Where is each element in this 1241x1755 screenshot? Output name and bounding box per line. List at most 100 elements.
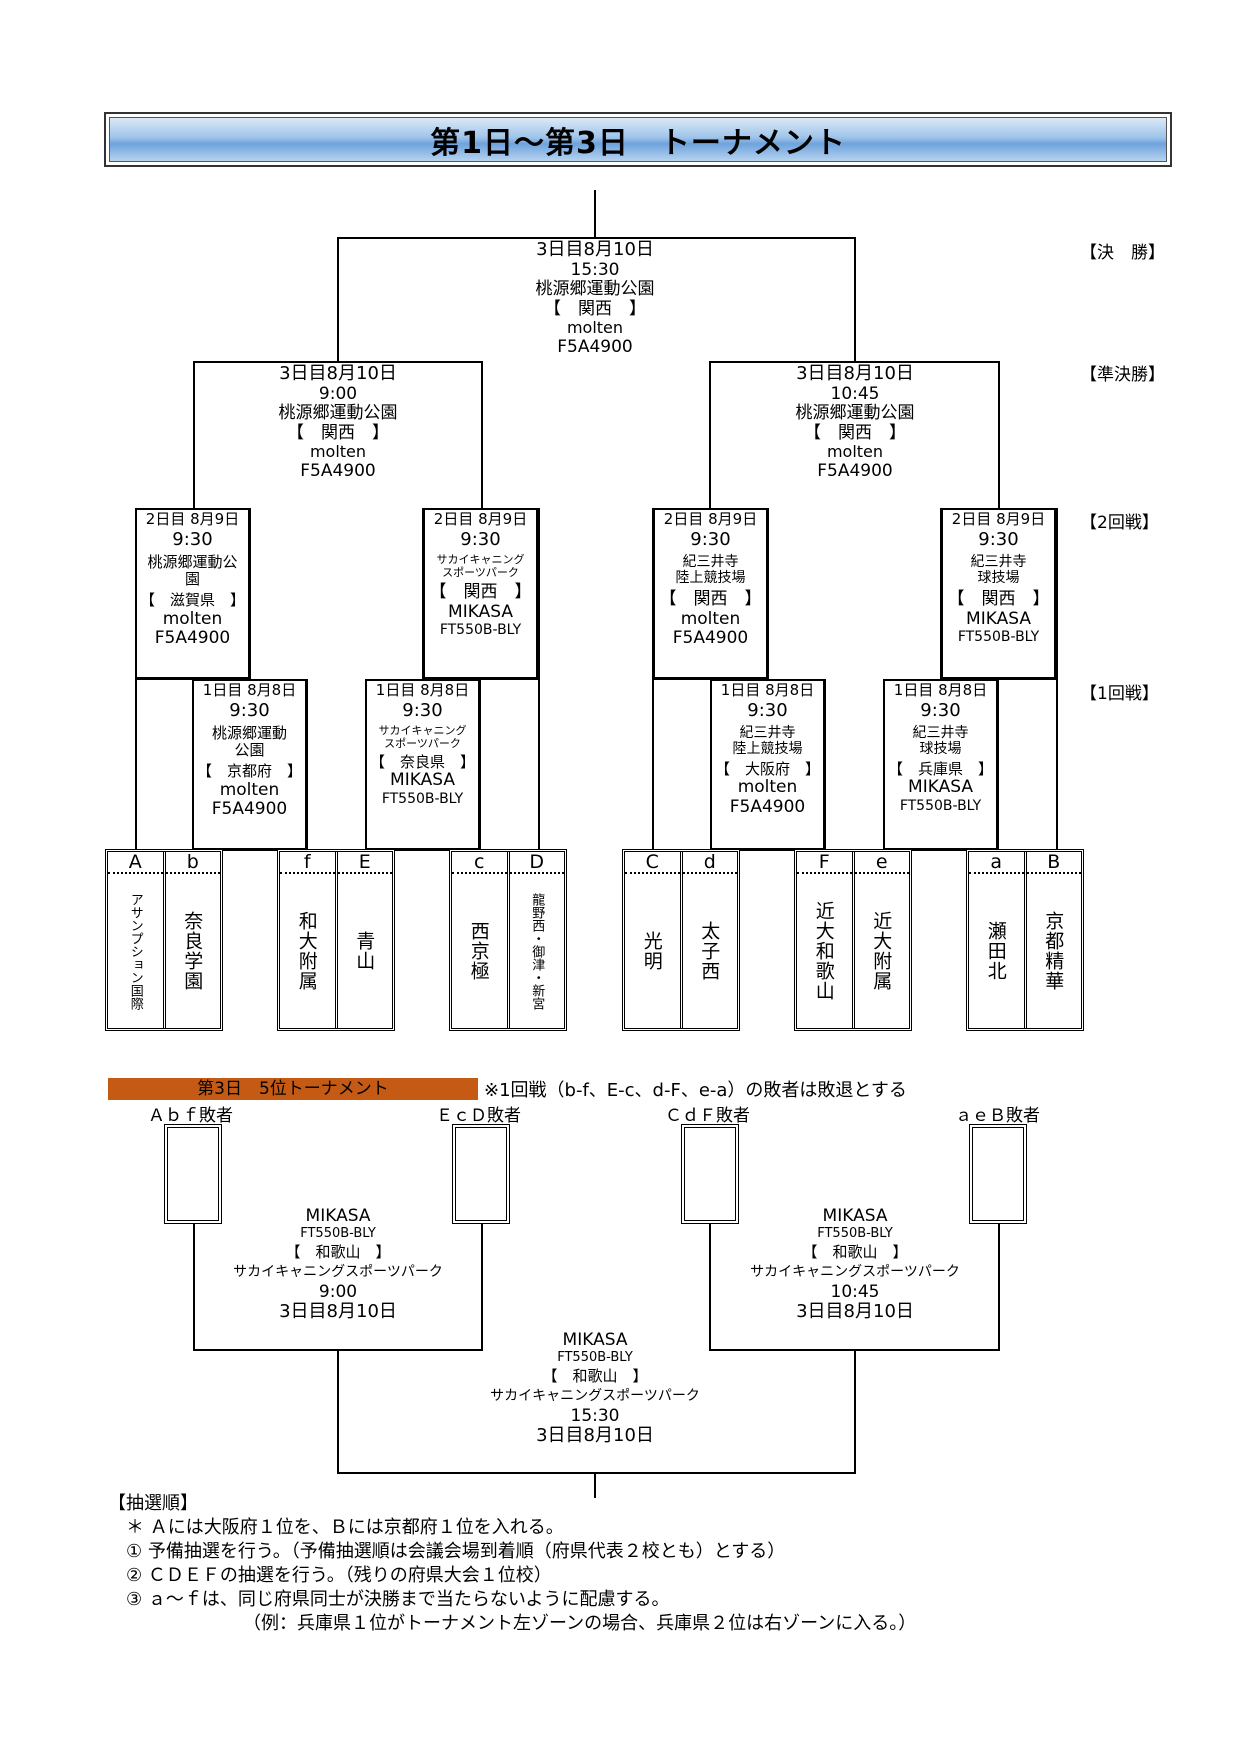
match-date: 2日目 8月9日 (145, 510, 240, 528)
loser-label: ＣｄＦ敗者 (665, 1106, 750, 1126)
match-time: 9:00 (318, 1281, 358, 1302)
semi-pref: 【 関西 】 (804, 422, 906, 443)
seed-label: e (854, 852, 909, 874)
semi-date: 3日目8月10日 (279, 363, 397, 384)
match-venue: 紀三井寺 陸上競技場 (732, 724, 803, 758)
loser-label: ＥｃＤ敗者 (436, 1106, 521, 1126)
seed-label: A (108, 852, 163, 874)
round-label-semi: 【準決勝】 (1080, 365, 1165, 385)
bracket-line (337, 1472, 856, 1474)
match-venue: サカイキャニング スポーツパーク (436, 552, 525, 579)
match-venue: 紀三井寺 陸上競技場 (675, 553, 746, 587)
team-entry-box[interactable] (452, 1124, 510, 1224)
match-date: 2日目 8月9日 (663, 510, 758, 528)
fifth-semi-right: MIKASA FT550B-BLY 【 和歌山 】 サカイキャニングスポーツパー… (705, 1206, 1005, 1323)
school-name: 青山 (353, 931, 376, 971)
bracket-line (594, 190, 596, 238)
match-date: 1日目 8月8日 (720, 681, 815, 699)
match-pref: 【 奈良県 】 (369, 753, 475, 772)
bracket-line (193, 1224, 195, 1350)
match-ball: F5A4900 (729, 796, 806, 817)
seed-label: a (969, 852, 1024, 874)
round-label-first: 【1回戦】 (1080, 684, 1159, 704)
round-label-second: 【2回戦】 (1080, 513, 1159, 533)
match-time: 9:30 (402, 700, 443, 722)
bracket-line (709, 361, 1000, 363)
semi-time: 9:00 (318, 383, 358, 404)
match-time: 15:30 (570, 1405, 620, 1426)
semi-pref: 【 関西 】 (287, 422, 389, 443)
bracket-line (594, 1472, 596, 1498)
final-ball: F5A4900 (557, 336, 633, 357)
bracket-line (337, 1349, 339, 1473)
semi-brand: molten (826, 442, 884, 462)
title-bar: 第1日～第3日 トーナメント (104, 112, 1172, 167)
team-entry-box[interactable] (969, 1124, 1027, 1224)
match-date: 1日目 8月8日 (893, 681, 988, 699)
match-ball: FT550B-BLY (557, 1349, 633, 1365)
match-venue: サカイキャニングスポーツパーク (490, 1387, 700, 1404)
semi-time: 10:45 (830, 383, 880, 404)
draw-order-line: （例：兵庫県１位がトーナメント左ゾーンの場合、兵庫県２位は右ゾーンに入る。） (108, 1613, 917, 1634)
team-entry-box[interactable] (681, 1124, 739, 1224)
match-brand: MIKASA (448, 601, 513, 622)
school-name: アサンプション国際 (127, 892, 143, 1010)
match-venue: 桃源郷運動 公園 (211, 723, 287, 760)
round-label-final: 【決 勝】 (1080, 243, 1165, 263)
school-name: 瀬田北 (984, 921, 1007, 981)
match-venue: サカイキャニング スポーツパーク (378, 723, 467, 750)
match-ball: FT550B-BLY (957, 629, 1040, 646)
match-brand: molten (680, 608, 741, 629)
seed-label: c (452, 852, 507, 874)
match-time: 9:30 (920, 700, 961, 722)
match-venue: サカイキャニングスポーツパーク (233, 1263, 443, 1280)
match-ball: F5A4900 (672, 628, 749, 649)
draw-order-line: ② ＣＤＥＦの抽選を行う。（残りの府県大会１位校） (108, 1565, 552, 1586)
bracket-line (481, 361, 483, 509)
bracket-line (1056, 508, 1058, 850)
match-venue: サカイキャニングスポーツパーク (750, 1263, 960, 1280)
first-round-match-3: 1日目 8月8日 9:30 紀三井寺 陸上競技場 【 大阪府 】 molten … (710, 679, 826, 851)
final-venue: 桃源郷運動公園 (535, 279, 655, 300)
match-pref: 【 京都府 】 (196, 762, 302, 781)
match-ball: FT550B-BLY (300, 1225, 376, 1241)
match-time: 9:30 (690, 529, 731, 551)
match-ball: F5A4900 (154, 628, 231, 649)
draw-order-heading: 【抽選順】 (108, 1493, 198, 1514)
final-pref: 【 関西 】 (544, 298, 646, 319)
second-round-match-3: 2日目 8月9日 9:30 紀三井寺 陸上競技場 【 関西 】 molten F… (653, 508, 769, 680)
bracket-line (193, 361, 483, 363)
seed-label: d (682, 852, 737, 874)
match-ball: FT550B-BLY (439, 622, 522, 639)
match-pref: 【 関西 】 (429, 582, 532, 603)
match-date: 3日目8月10日 (279, 1301, 397, 1323)
team-entry-box[interactable] (164, 1124, 222, 1224)
page-title: 第1日～第3日 トーナメント (109, 117, 1167, 162)
final-date: 3日目8月10日 (536, 239, 654, 260)
draw-order-line: ① 予備抽選を行う。（予備抽選順は会議会場到着順（府県代表２校とも）とする） (108, 1541, 786, 1562)
match-pref: 【 和歌山 】 (802, 1243, 908, 1262)
semi-date: 3日目8月10日 (796, 363, 914, 384)
school-name: 奈良学園 (181, 911, 204, 991)
match-brand: molten (162, 608, 223, 629)
final-info: 3日目8月10日 15:30 桃源郷運動公園 【 関西 】 molten F5A… (445, 239, 745, 357)
school-name: 西京極 (467, 921, 490, 981)
bracket-line (998, 1224, 1000, 1350)
bracket-line (854, 1349, 856, 1473)
match-date: 2日目 8月9日 (433, 510, 528, 528)
bracket-line (193, 361, 195, 509)
semi-brand: molten (309, 442, 367, 462)
school-name: 光明 (640, 931, 663, 971)
match-ball: F5A4900 (211, 799, 288, 820)
first-round-match-2: 1日目 8月8日 9:30 サカイキャニング スポーツパーク 【 奈良県 】 M… (365, 679, 481, 851)
